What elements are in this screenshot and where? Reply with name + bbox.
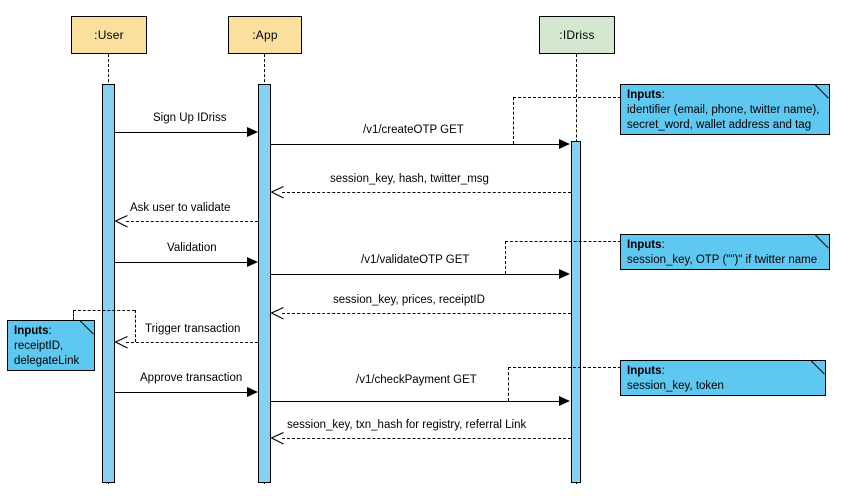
message-arrowhead-m8 <box>115 336 128 349</box>
participant-user[interactable]: :User <box>71 16 147 54</box>
message-label-m6: /v1/validateOTP GET <box>361 254 470 266</box>
message-arrowhead-m10 <box>559 396 570 406</box>
message-line-m7 <box>282 313 571 314</box>
note-trigger-transaction-line-1: receiptID, <box>14 340 64 352</box>
message-arrowhead-m5 <box>247 257 258 267</box>
note-connector-check-payment-v <box>508 367 509 401</box>
note-create-otp-line-1: identifier (email, phone, twitter name), <box>627 104 820 116</box>
note-check-payment-line-1: session_key, token <box>627 380 724 392</box>
message-arrowhead-m3 <box>271 186 284 199</box>
message-label-m5: Validation <box>167 242 217 254</box>
message-arrowhead-m6 <box>559 269 570 279</box>
message-arrowhead-m2 <box>559 139 570 149</box>
message-line-m2 <box>271 144 560 145</box>
message-line-m10 <box>271 401 560 402</box>
message-arrowhead-m7 <box>271 307 284 320</box>
participant-user-label: :User <box>94 28 124 42</box>
message-line-m5 <box>115 262 248 263</box>
message-label-m4: Ask user to validate <box>130 202 231 214</box>
note-check-payment-heading: Inputs <box>627 365 662 377</box>
message-label-m1: Sign Up IDriss <box>153 112 227 124</box>
message-label-m8: Trigger transaction <box>145 323 241 335</box>
message-label-m10: /v1/checkPayment GET <box>356 374 477 386</box>
message-arrowhead-m1 <box>247 127 258 137</box>
note-connector-create-otp-v <box>513 97 514 144</box>
note-trigger-transaction-heading-suffix: : <box>48 325 52 337</box>
participant-app-label: :App <box>252 28 278 42</box>
activation-idriss <box>571 141 581 483</box>
message-label-m11: session_key, txn_hash for registry, refe… <box>287 419 527 431</box>
message-label-m7: session_key, prices, receiptID <box>333 294 485 306</box>
note-trigger-transaction-heading: Inputs <box>14 325 49 337</box>
message-line-m9 <box>115 392 248 393</box>
participant-idriss-label: :IDriss <box>559 28 595 42</box>
note-connector-trigger-v2 <box>135 310 136 342</box>
message-arrowhead-m11 <box>271 432 284 445</box>
message-line-m1 <box>115 132 248 133</box>
note-connector-validate-otp-v <box>505 241 506 274</box>
message-arrowhead-m4 <box>115 215 128 228</box>
note-check-payment-heading-suffix: : <box>661 365 665 377</box>
activation-user <box>102 84 115 483</box>
message-line-m11 <box>282 438 571 439</box>
note-validate-otp-heading-suffix: : <box>661 239 665 251</box>
note-connector-check-payment-h <box>508 367 621 368</box>
participant-idriss[interactable]: :IDriss <box>539 16 615 54</box>
note-create-otp: Inputs: identifier (email, phone, twitte… <box>620 84 830 135</box>
note-create-otp-heading: Inputs <box>627 89 662 101</box>
note-trigger-transaction-line-2: delegateLink <box>14 355 80 367</box>
note-create-otp-heading-suffix: : <box>661 89 665 101</box>
note-connector-validate-otp-h <box>505 241 621 242</box>
message-line-m6 <box>271 274 560 275</box>
note-check-payment: Inputs: session_key, token <box>620 360 826 396</box>
note-validate-otp: Inputs: session_key, OTP ("")" if twitte… <box>620 234 830 270</box>
note-connector-create-otp-h <box>513 97 621 98</box>
message-label-m2: /v1/createOTP GET <box>363 124 464 136</box>
message-label-m3: session_key, hash, twitter_msg <box>330 173 489 185</box>
note-trigger-transaction: Inputs: receiptID, delegateLink <box>7 320 95 371</box>
message-line-m3 <box>282 192 571 193</box>
message-line-m4 <box>126 221 258 222</box>
note-validate-otp-line-1: session_key, OTP ("")" if twitter name <box>627 254 818 266</box>
message-line-m8 <box>126 342 258 343</box>
note-create-otp-line-2: secret_word, wallet address and tag <box>627 119 812 131</box>
participant-app[interactable]: :App <box>228 16 302 54</box>
note-connector-trigger-v1 <box>73 310 74 320</box>
message-label-m9: Approve transaction <box>140 372 243 384</box>
note-connector-trigger-h <box>73 310 135 311</box>
note-validate-otp-heading: Inputs <box>627 239 662 251</box>
message-arrowhead-m9 <box>247 387 258 397</box>
activation-app <box>258 84 271 483</box>
